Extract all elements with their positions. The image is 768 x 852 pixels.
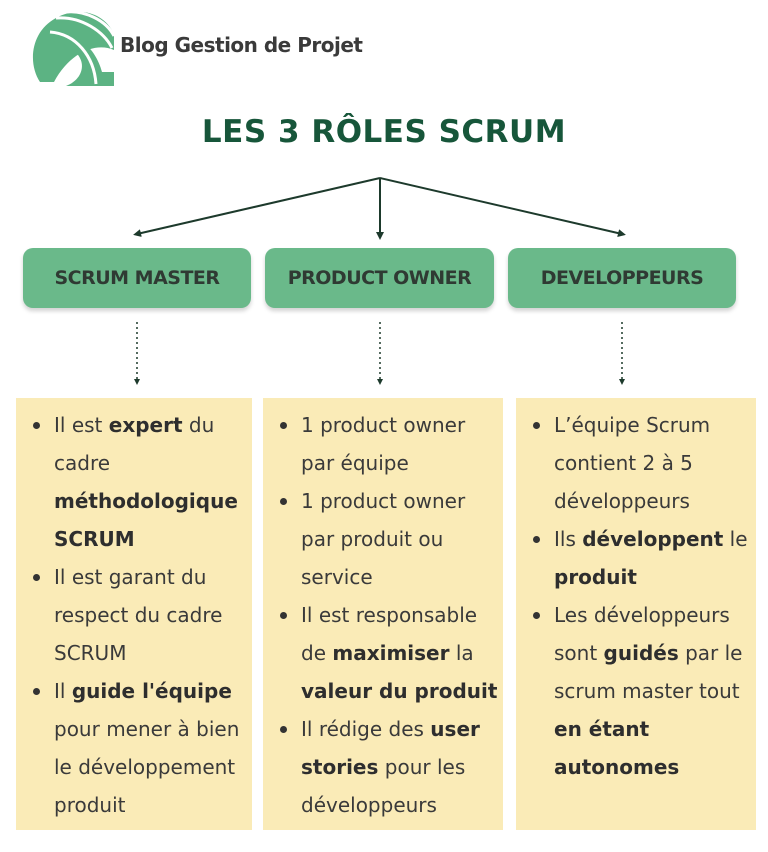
bullet-item: Les développeurs sont guidés par le scru…	[516, 596, 752, 786]
developpeurs-list: L’équipe Scrum contient 2 à 5 développeu…	[516, 406, 752, 786]
bullet-item: Ils développent le produit	[516, 520, 752, 596]
bullet-item: Il rédige des user stories pour les déve…	[263, 710, 499, 824]
text-segment: Il est	[54, 413, 109, 437]
arrow-to-developpeurs	[379, 177, 626, 237]
text-segment: par le scrum master tout	[554, 641, 743, 703]
text-segment: le	[723, 527, 748, 551]
bold-text: développent	[582, 527, 724, 551]
bold-text: produit	[554, 565, 637, 589]
role-developpeurs: DEVELOPPEURS	[508, 248, 736, 308]
text-segment: du cadre	[54, 413, 215, 475]
text-segment: L’équipe Scrum contient 2 à 5 développeu…	[554, 413, 711, 513]
arrow-to-scrum-master	[133, 177, 381, 237]
text-segment: 1 product owner par produit ou service	[301, 489, 466, 589]
text-segment: Il est garant du respect du cadre SCRUM	[54, 565, 223, 665]
bold-text: user stories	[301, 717, 480, 779]
bullet-item: Il est expert du cadre méthodologique SC…	[16, 406, 248, 558]
bold-text: méthodologique SCRUM	[54, 489, 238, 551]
scrum-master-card: Il est expert du cadre méthodologique SC…	[16, 398, 252, 830]
text-segment: Les développeurs sont	[554, 603, 730, 665]
text-segment: Ils	[554, 527, 583, 551]
brand-name: Blog Gestion de Projet	[120, 33, 363, 57]
scrum-master-list: Il est expert du cadre méthodologique SC…	[16, 406, 248, 824]
logo-icon	[32, 10, 114, 86]
product-owner-card: 1 product owner par équipe 1 product owne…	[263, 398, 503, 830]
bullet-item: 1 product owner par produit ou service	[263, 482, 499, 596]
text-segment: la	[449, 641, 474, 665]
bold-text: expert	[108, 413, 183, 437]
text-segment: Il est responsable de	[301, 603, 478, 665]
text-segment: Il rédige des	[301, 717, 431, 741]
text-segment: 1 product owner par équipe	[301, 413, 466, 475]
product-owner-list: 1 product owner par équipe 1 product owne…	[263, 406, 499, 824]
bullet-item: Il est responsable de maximiser la valeu…	[263, 596, 499, 710]
developpeurs-card: L’équipe Scrum contient 2 à 5 développeu…	[516, 398, 756, 830]
role-product-owner: PRODUCT OWNER	[265, 248, 494, 308]
bullet-item: Il est garant du respect du cadre SCRUM	[16, 558, 248, 672]
bullet-item: Il guide l'équipe pour mener à bien le d…	[16, 672, 248, 824]
bullet-item: L’équipe Scrum contient 2 à 5 développeu…	[516, 406, 752, 520]
page-title: LES 3 RÔLES SCRUM	[201, 114, 567, 150]
bold-text: valeur du produit	[301, 679, 498, 703]
bold-text: guide l'équipe	[71, 679, 232, 703]
text-segment: pour mener à bien le développement produ…	[54, 717, 240, 817]
bold-text: en étant autonomes	[554, 717, 680, 779]
bullet-item: 1 product owner par équipe	[263, 406, 499, 482]
bold-text: maximiser	[332, 641, 450, 665]
text-segment: Il	[54, 679, 72, 703]
bold-text: guidés	[603, 641, 679, 665]
text-segment: pour les développeurs	[301, 755, 466, 817]
role-scrum-master: SCRUM MASTER	[23, 248, 251, 308]
